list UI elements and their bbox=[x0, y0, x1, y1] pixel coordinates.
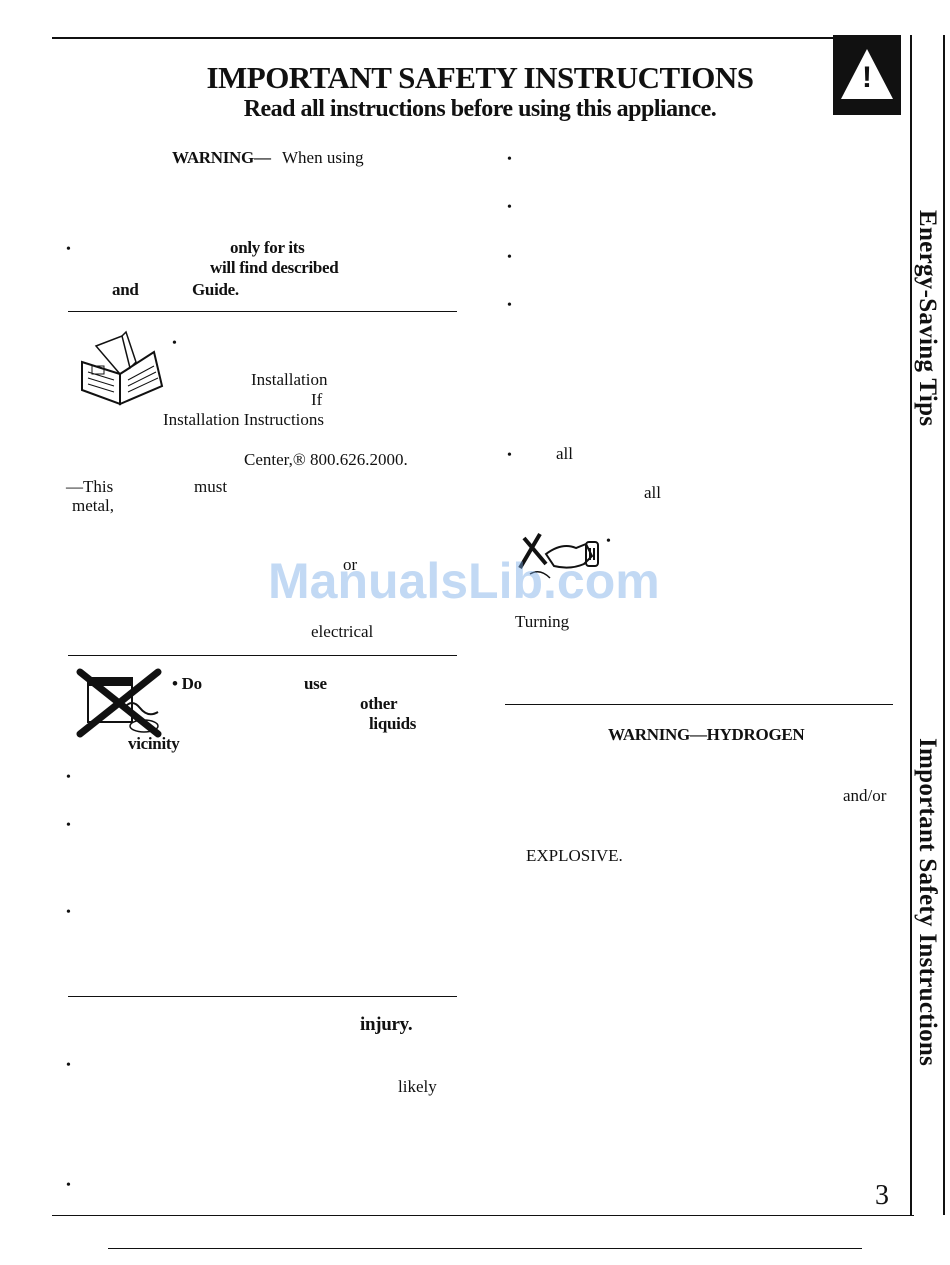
warning-box: ! bbox=[833, 35, 901, 115]
do-text: • Do bbox=[172, 674, 202, 693]
bullet: • bbox=[507, 200, 512, 215]
bullet: • bbox=[66, 818, 71, 833]
use-text: use bbox=[304, 674, 327, 693]
warning-label: WARNING— bbox=[172, 148, 271, 167]
bullet: • bbox=[507, 250, 512, 265]
electrical-text: electrical bbox=[311, 622, 374, 641]
must-text: must bbox=[194, 477, 228, 496]
explosive-text: EXPLOSIVE. bbox=[526, 846, 623, 865]
bullet: • bbox=[507, 152, 512, 167]
installation-text: Installation bbox=[251, 370, 328, 389]
all-text: all bbox=[644, 483, 661, 502]
sidebar-tab-energy-saving-tips[interactable]: Energy-Saving Tips bbox=[914, 210, 941, 427]
warning-hydrogen-text: WARNING—HYDROGEN bbox=[608, 725, 805, 744]
center-phone-text: Center,® 800.626.2000. bbox=[244, 450, 408, 469]
page-number: 3 bbox=[875, 1180, 889, 1211]
this-text: —This bbox=[66, 477, 114, 496]
bullet: • bbox=[507, 448, 512, 463]
sidebar-rule-right bbox=[943, 35, 945, 1215]
section-divider bbox=[68, 655, 457, 656]
warning-text: When using bbox=[282, 148, 364, 167]
liquids-text: liquids bbox=[369, 714, 417, 733]
bullet: • bbox=[66, 905, 71, 920]
top-rule bbox=[52, 37, 834, 39]
bullet: • bbox=[66, 1058, 71, 1073]
warning-triangle-icon bbox=[841, 49, 893, 99]
bullet: • bbox=[66, 1178, 71, 1193]
watermark: ManualsLib.com bbox=[268, 553, 660, 609]
page-subtitle: Read all instructions before using this … bbox=[243, 96, 717, 122]
do-word: Do bbox=[181, 674, 202, 693]
and-or-text: and/or bbox=[843, 786, 887, 805]
will-find-described-text: will find described bbox=[210, 258, 339, 277]
installation-instructions-text: Installation Instructions bbox=[163, 410, 325, 429]
footer-rule bbox=[108, 1248, 862, 1249]
turning-text: Turning bbox=[515, 612, 570, 631]
injury-text: injury. bbox=[360, 1014, 413, 1035]
no-flammable-storage-icon bbox=[76, 668, 162, 738]
section-divider bbox=[68, 311, 457, 312]
if-text: If bbox=[311, 390, 323, 409]
bottom-rule bbox=[52, 1215, 914, 1216]
bullet: • bbox=[66, 242, 71, 257]
or-text: or bbox=[343, 555, 358, 574]
bullet: • bbox=[507, 298, 512, 313]
unplug-cord-icon bbox=[518, 532, 599, 579]
bullet: • bbox=[66, 770, 71, 785]
section-divider bbox=[68, 996, 457, 997]
page-title: IMPORTANT SAFETY INSTRUCTIONS bbox=[206, 60, 754, 95]
metal-text: metal, bbox=[72, 496, 115, 515]
other-text: other bbox=[360, 694, 398, 713]
all-text: all bbox=[556, 444, 573, 463]
section-divider bbox=[505, 704, 893, 705]
bullet: • bbox=[606, 534, 611, 549]
only-for-its-text: only for its bbox=[230, 238, 305, 257]
vicinity-text: vicinity bbox=[128, 734, 180, 753]
sidebar-rule bbox=[910, 35, 912, 1215]
bullet: • bbox=[172, 336, 177, 351]
open-book-icon bbox=[81, 330, 164, 406]
and-text: and bbox=[112, 280, 139, 299]
warning-symbol: ! bbox=[862, 61, 872, 94]
likely-text: likely bbox=[398, 1077, 437, 1096]
sidebar-tab-important-safety-instructions[interactable]: Important Safety Instructions bbox=[914, 738, 941, 1067]
guide-text: Guide. bbox=[192, 280, 239, 299]
